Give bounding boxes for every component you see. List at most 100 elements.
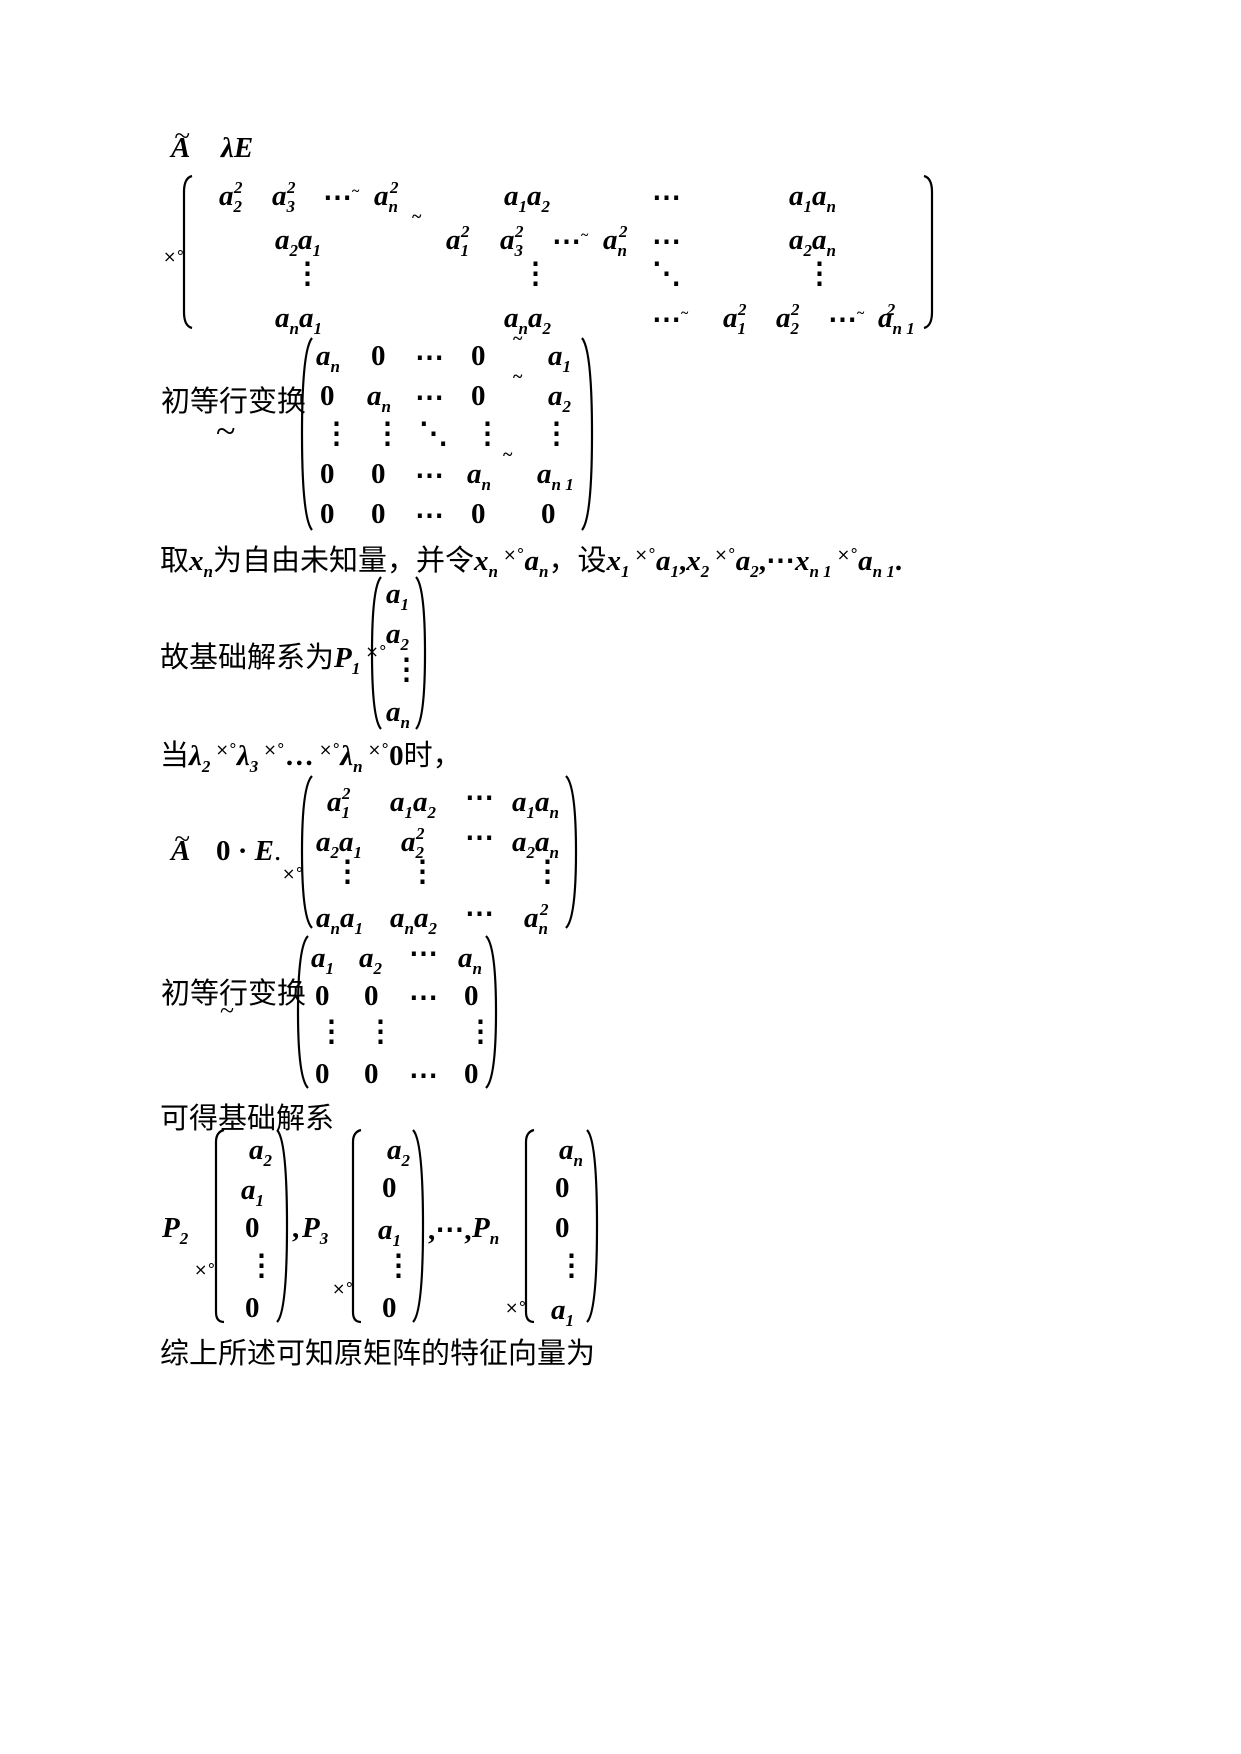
- m4-cell: ⋯: [409, 982, 438, 1014]
- m3-cell: ana1: [316, 902, 363, 938]
- matrix1-right-bracket: [923, 174, 934, 330]
- m3-cell: ⋮: [408, 856, 437, 888]
- m2-cell: ~: [513, 366, 523, 386]
- matrix4-right-paren: [485, 935, 498, 1089]
- m1-cell: an2: [603, 222, 628, 260]
- matrix-label-a-2: A~: [171, 823, 191, 867]
- m3-cell: an2: [524, 900, 549, 938]
- m1-cell: ⋱: [652, 258, 681, 290]
- m3-cell: ana2: [390, 902, 437, 938]
- m2-cell: a2: [548, 380, 571, 416]
- p3-cell: ⋮: [384, 1250, 413, 1282]
- m3-cell: a1a2: [390, 786, 436, 822]
- m1-cell: ⋮: [805, 258, 834, 290]
- m3-cell: ⋯: [465, 898, 494, 930]
- basis-label-2: 可得基础解系: [160, 1101, 335, 1135]
- eigenvalue-condition-line: 当λ2 ×°λ3 ×°… ×°λn ×°0时，: [160, 738, 462, 776]
- m2-cell: 0: [320, 380, 335, 412]
- p2-label: P2: [162, 1212, 189, 1248]
- m1-cell: a1a2: [504, 180, 550, 216]
- m2-cell: ⋯: [415, 382, 444, 414]
- m1-cell: ⋯~: [552, 226, 589, 258]
- m3-cell: a12: [327, 784, 351, 822]
- row-transform-tilde-2: ~: [220, 996, 235, 1025]
- m1-cell: ⋮: [293, 258, 322, 290]
- pn-right-paren: [586, 1129, 599, 1323]
- m3-cell: a2an: [512, 826, 559, 862]
- m4-cell: 0: [464, 980, 479, 1012]
- m1-cell: ana1: [275, 302, 322, 338]
- m4-cell: 0: [364, 980, 379, 1012]
- m4-cell: 0: [464, 1058, 479, 1090]
- m4-cell: a1: [311, 942, 334, 978]
- p3-cell: 0: [382, 1172, 397, 1204]
- m4-cell: ⋮: [466, 1016, 495, 1048]
- m3-cell: ⋯: [465, 782, 494, 814]
- p3-left-bracket: [351, 1128, 362, 1324]
- p3-right-paren: [412, 1129, 425, 1323]
- row-transform-label-1: 初等行变换: [161, 384, 307, 418]
- m1-cell: ⋯~: [323, 182, 360, 214]
- m2-cell: an: [467, 458, 491, 494]
- m2-cell: ⋯: [415, 460, 444, 492]
- p2-left-bracket: [214, 1128, 225, 1324]
- garbled-equals-glyph: ×°: [282, 864, 304, 883]
- pn-cell: an: [559, 1134, 583, 1170]
- m1-cell: a12: [446, 222, 470, 260]
- m4-cell: 0: [315, 1058, 330, 1090]
- m3-cell: ⋮: [533, 856, 562, 888]
- p2-right-paren: [276, 1129, 289, 1323]
- m1-cell: a2a1: [275, 224, 321, 260]
- m2-cell: 0: [371, 340, 386, 372]
- m2-cell: an: [316, 340, 340, 376]
- m2-cell: ⋯: [415, 500, 444, 532]
- m3-cell: a2a1: [316, 826, 362, 862]
- garbled-equals-glyph: ×°: [194, 1260, 216, 1279]
- m2-cell: 0: [471, 380, 486, 412]
- p1-right-paren: [415, 576, 427, 730]
- pn-cell: 0: [555, 1172, 570, 1204]
- row-transform-tilde-1: ~: [216, 411, 236, 451]
- matrix1-left-bracket: [182, 174, 193, 330]
- m1-cell: a1an: [789, 180, 836, 216]
- m1-cell: a32: [272, 178, 296, 216]
- lambda-e-label: λE: [221, 132, 254, 164]
- ellipsis-separator: ,⋯,: [428, 1214, 472, 1246]
- m4-cell: 0: [364, 1058, 379, 1090]
- m4-cell: ⋮: [366, 1016, 395, 1048]
- m2-cell: 0: [371, 458, 386, 490]
- p1-cell: a2: [386, 618, 409, 654]
- free-variable-line: 取xn为自由未知量，并令xn ×°an，设x1 ×°a1,x2 ×°a2,⋯xn…: [160, 543, 903, 581]
- p3-cell: a1: [378, 1214, 401, 1250]
- m4-cell: a2: [359, 942, 382, 978]
- comma: ,: [292, 1212, 300, 1244]
- zero-dot-e-label: 0 · E.: [216, 835, 282, 867]
- p2-cell: 0: [245, 1212, 260, 1244]
- m4-cell: 0: [315, 980, 330, 1012]
- m4-cell: an: [458, 942, 482, 978]
- p1-cell: a1: [386, 578, 409, 614]
- m1-cell: a2an: [789, 224, 836, 260]
- m3-cell: a1an: [512, 786, 559, 822]
- m2-cell: ~: [503, 444, 513, 464]
- pn-label: Pn: [472, 1212, 500, 1248]
- pn-cell: ⋮: [557, 1250, 586, 1282]
- p3-cell: 0: [382, 1292, 397, 1324]
- m4-cell: ⋮: [317, 1016, 346, 1048]
- m1-cell: a22: [219, 178, 243, 216]
- p1-cell: ⋮: [392, 654, 421, 686]
- pn-cell: a1: [551, 1294, 574, 1330]
- m2-cell: ⋮: [542, 418, 571, 450]
- m1-cell: a22: [776, 300, 800, 338]
- matrix4-left-paren: [296, 935, 309, 1089]
- p3-label: P3: [302, 1212, 329, 1248]
- p2-cell: 0: [245, 1292, 260, 1324]
- m1-cell: ~: [412, 206, 422, 226]
- m2-cell: ~: [513, 328, 523, 348]
- m1-cell: ⋯: [652, 182, 681, 214]
- m1-cell: a12: [723, 300, 747, 338]
- garbled-equals-glyph: ×°: [163, 247, 185, 266]
- m2-cell: ⋱: [419, 418, 448, 450]
- m2-cell: 0: [471, 340, 486, 372]
- pn-left-bracket: [524, 1128, 535, 1324]
